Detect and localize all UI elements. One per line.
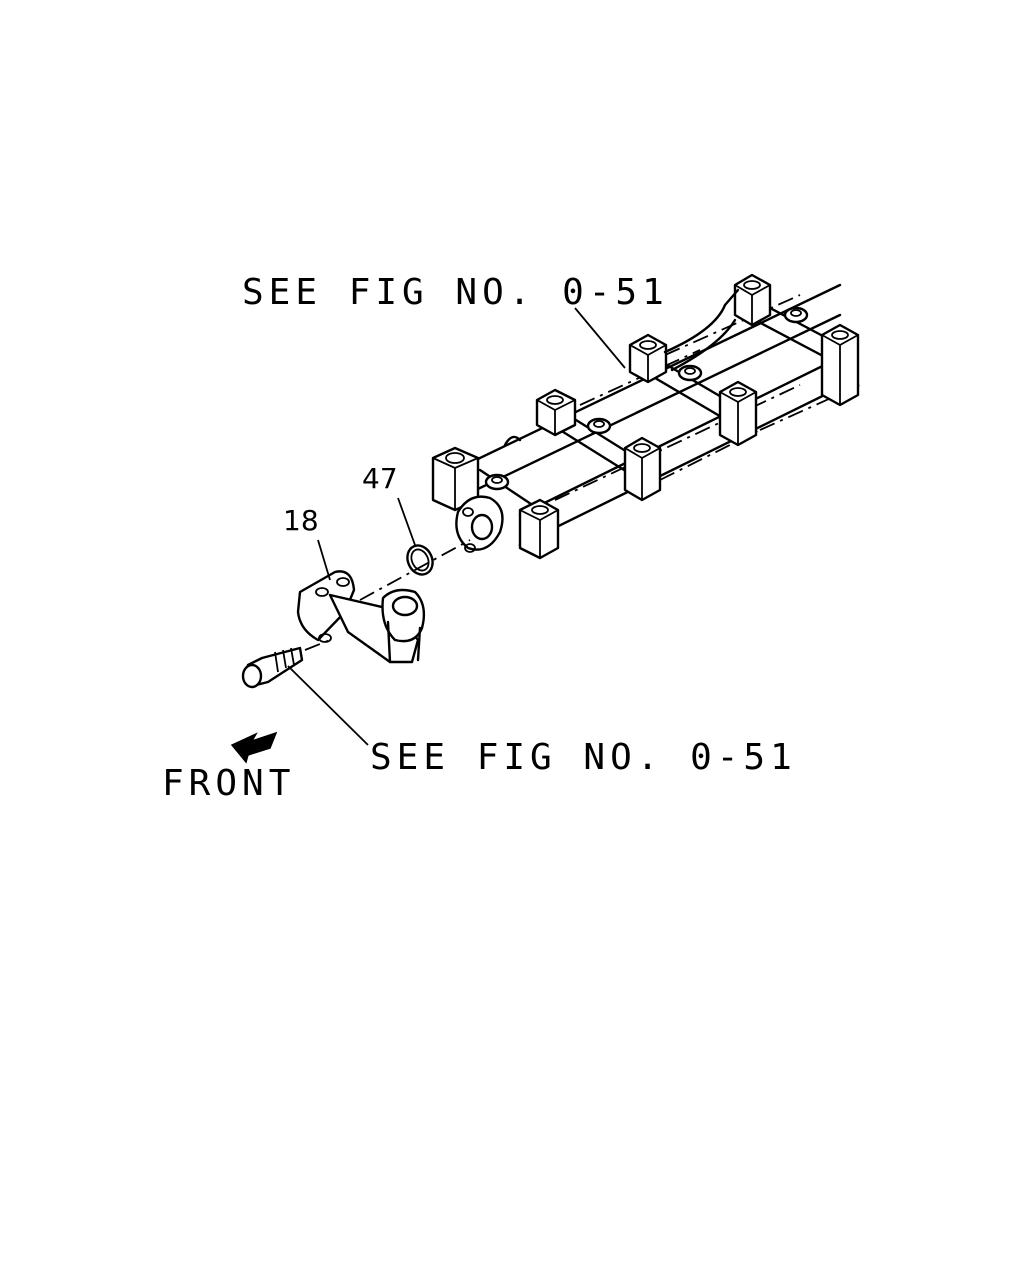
pillar-block <box>718 380 758 447</box>
pillar-block <box>628 333 668 384</box>
callout-18: 18 <box>283 504 319 537</box>
leader-part-18 <box>317 539 331 581</box>
pillar-block <box>733 273 772 327</box>
bolt <box>241 646 304 689</box>
boss <box>586 417 612 435</box>
o-ring-part-47 <box>406 544 434 576</box>
block-flange <box>455 495 504 553</box>
alignment-line <box>304 539 471 651</box>
boss <box>677 364 703 382</box>
leader-ref-bottom <box>287 665 369 746</box>
pillar-block <box>535 388 577 437</box>
leader-ref-top <box>574 307 626 369</box>
pillar-block <box>518 498 560 560</box>
front-label: FRONT <box>162 763 295 804</box>
leader-part-47 <box>397 497 416 546</box>
outlet-pipe-part-18 <box>296 570 426 664</box>
ref-label-top: SEE FIG NO. 0-51 <box>242 272 669 313</box>
main-block-assembly <box>431 273 861 560</box>
boss <box>484 473 510 491</box>
callout-47: 47 <box>362 462 398 495</box>
pillar-block <box>623 436 662 502</box>
pillar-block <box>820 323 860 407</box>
ref-label-bottom: SEE FIG NO. 0-51 <box>370 737 797 778</box>
arrow-icon <box>230 731 278 764</box>
boss <box>783 306 809 324</box>
